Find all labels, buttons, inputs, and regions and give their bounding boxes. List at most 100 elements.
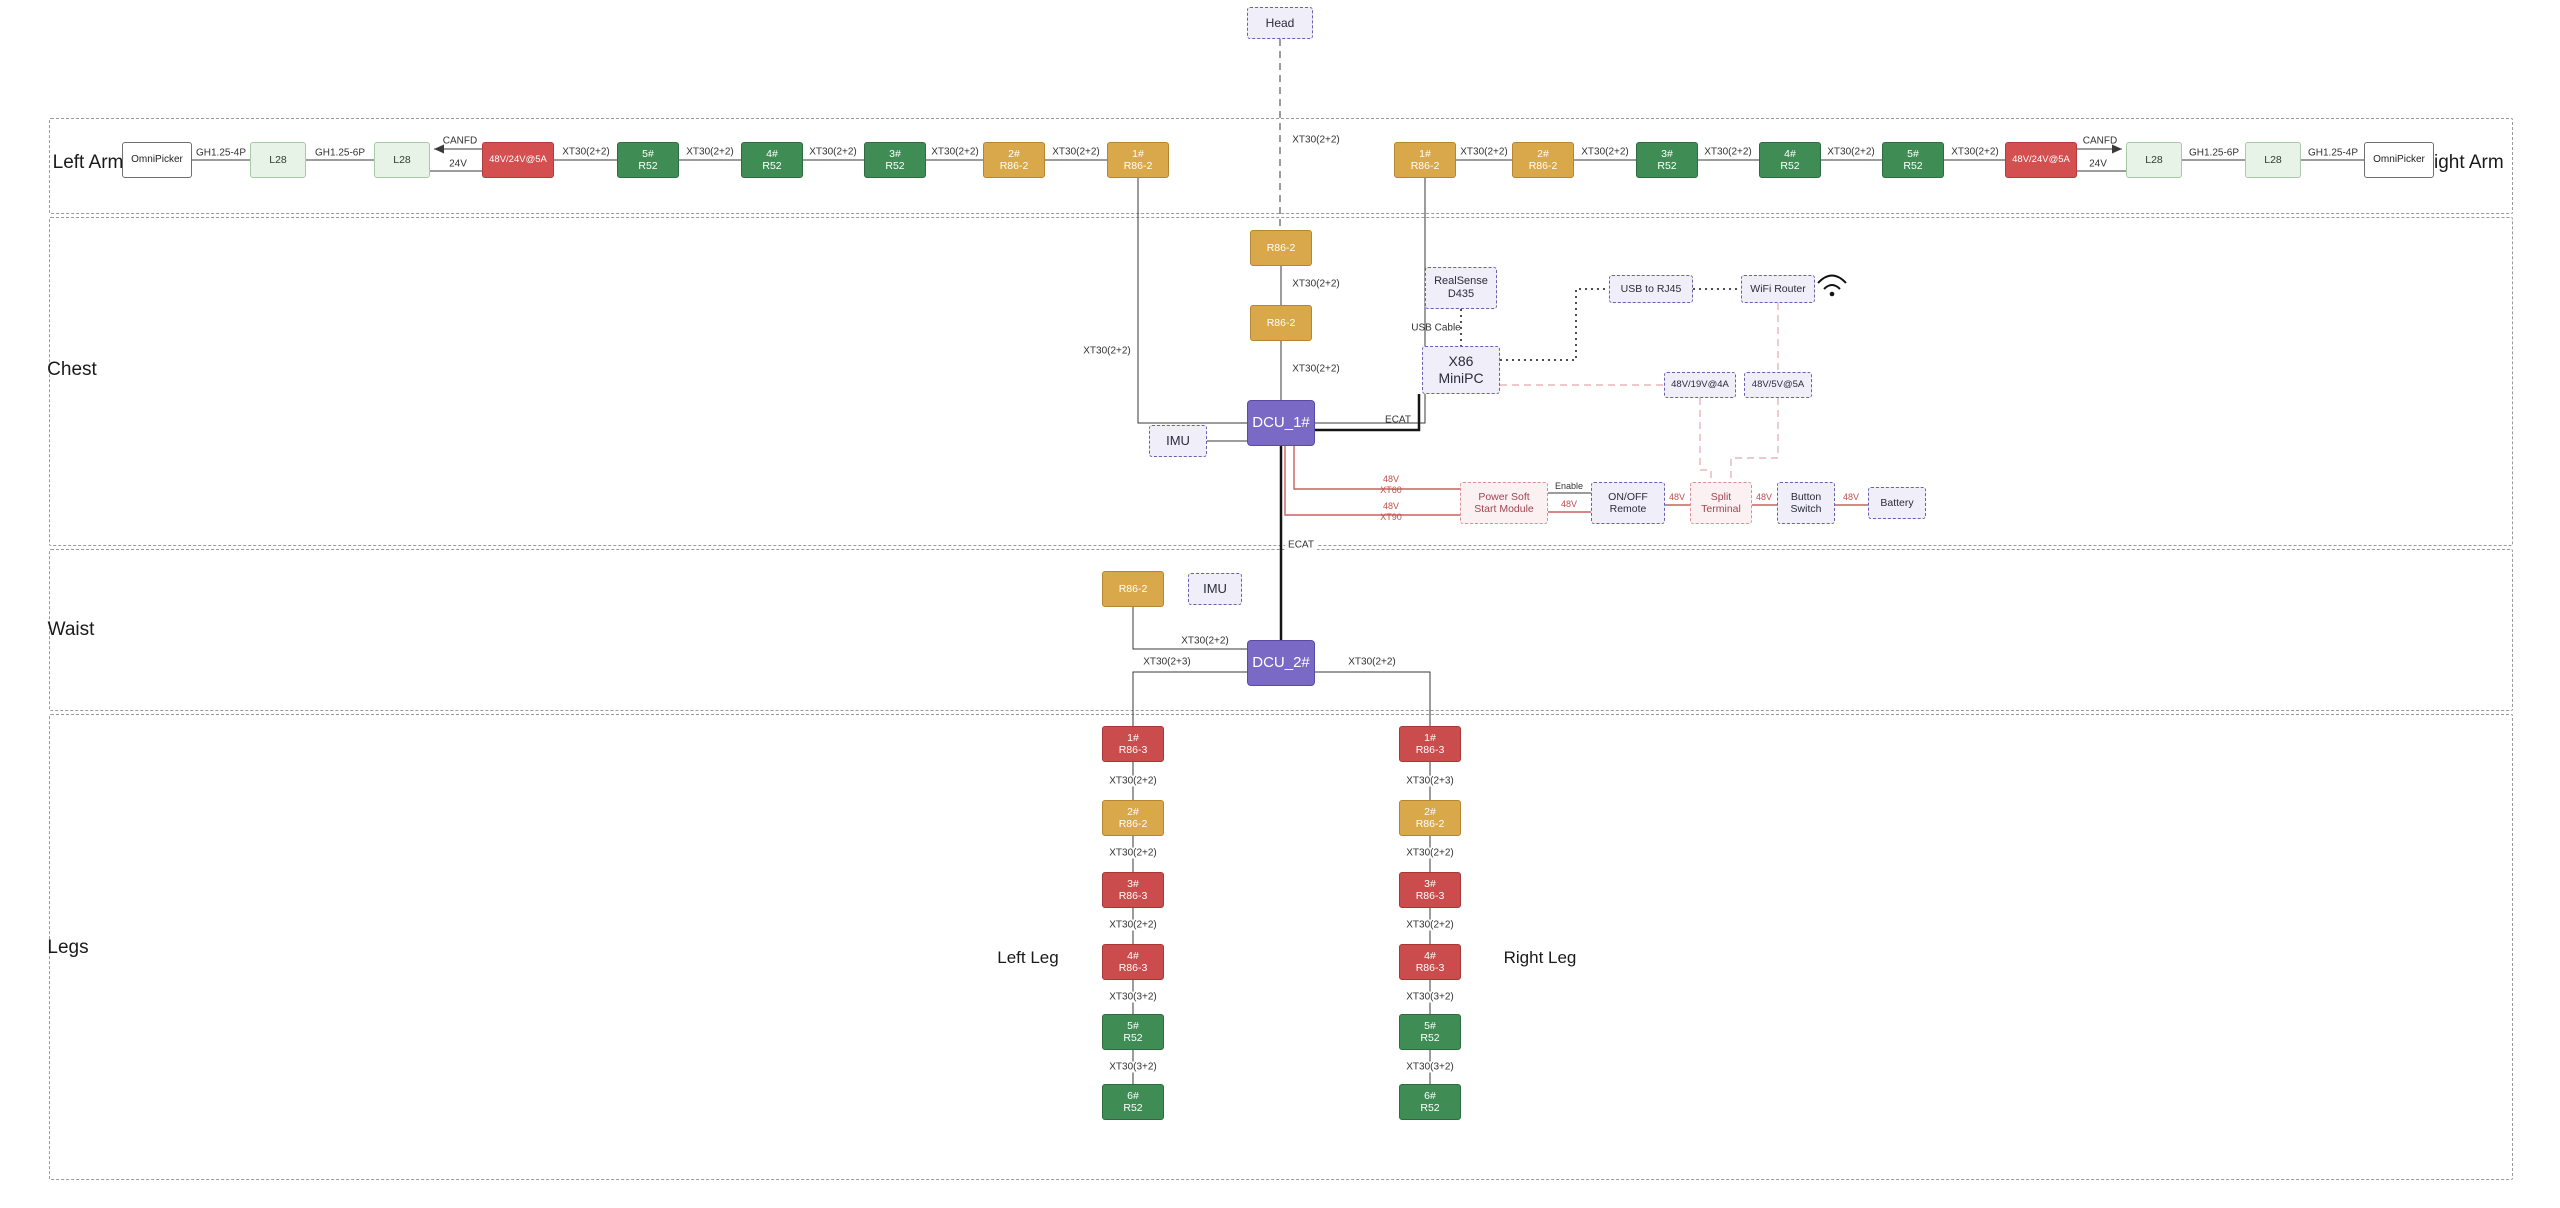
node-right-arm-motor-5-label: 5# [1907, 147, 1919, 160]
label-xt30-right-1: XT30(2+2) [1460, 146, 1508, 158]
node-left-leg-motor-1-label: 1# [1127, 731, 1139, 744]
node-l28-left-inner: L28 [374, 142, 430, 178]
node-right-arm-motor-3: 3#R52 [1636, 142, 1698, 178]
node-button-switch-label: Switch [1790, 503, 1822, 515]
node-l28-left-outer-label: L28 [269, 153, 287, 166]
node-omnipicker-right-label: OmniPicker [2373, 154, 2425, 166]
node-left-leg-motor-2: 2#R86-2 [1102, 800, 1164, 836]
node-right-arm-motor-2-label: 2# [1537, 147, 1549, 160]
node-right-leg-motor-6: 6#R52 [1399, 1084, 1461, 1120]
node-left-leg-motor-1-label: R86-3 [1118, 744, 1148, 756]
node-conv-48v-19v-label: 48V/19V@4A [1671, 379, 1729, 391]
node-l28-right-inner-label: L28 [2145, 153, 2163, 166]
node-head: Head [1247, 7, 1313, 39]
node-split-terminal-label: Split [1710, 490, 1732, 503]
node-imu-chest-label: IMU [1166, 433, 1190, 449]
node-left-leg-motor-1: 1#R86-3 [1102, 726, 1164, 762]
node-left-arm-motor-3-label: 3# [889, 147, 901, 160]
node-onoff-remote-label: ON/OFF [1608, 490, 1648, 503]
node-right-leg-motor-4-label: 4# [1424, 949, 1436, 962]
label-right-leg: Right Leg [1503, 948, 1577, 967]
label-48v-xt60-b: XT60 [1380, 485, 1402, 495]
section-arms [49, 118, 2513, 214]
node-l28-right-outer: L28 [2245, 142, 2301, 178]
label-rightleg-4: XT30(3+2) [1403, 991, 1457, 1003]
node-l28-right-outer-label: L28 [2264, 153, 2282, 166]
node-right-leg-motor-3-label: R86-3 [1415, 890, 1445, 902]
label-xt30-right-4: XT30(2+2) [1827, 146, 1875, 158]
node-right-arm-motor-1: 1#R86-2 [1394, 142, 1456, 178]
node-split-terminal-label: Terminal [1701, 503, 1741, 515]
label-24v-right: 24V [2089, 158, 2107, 170]
node-right-leg-motor-1: 1#R86-3 [1399, 726, 1461, 762]
node-psu-right: 48V/24V@5A [2005, 142, 2077, 178]
node-right-leg-motor-3-label: 3# [1424, 877, 1436, 890]
node-right-arm-motor-5: 5#R52 [1882, 142, 1944, 178]
label-xt30-right-3: XT30(2+2) [1704, 146, 1752, 158]
node-left-leg-motor-6-label: 6# [1127, 1089, 1139, 1102]
node-right-leg-motor-1-label: R86-3 [1415, 744, 1445, 756]
node-omnipicker-left: OmniPicker [122, 142, 192, 178]
label-gh125-4p-right: GH1.25-4P [2307, 147, 2359, 159]
node-left-leg-motor-3: 3#R86-3 [1102, 872, 1164, 908]
label-48v-link-3: 48V [1842, 492, 1860, 502]
label-xt30-left-2: XT30(2+2) [686, 146, 734, 158]
node-left-leg-motor-6: 6#R52 [1102, 1084, 1164, 1120]
label-waist-leftleg: XT30(2+3) [1143, 656, 1191, 668]
node-left-arm-motor-3: 3#R52 [864, 142, 926, 178]
node-button-switch-label: Button [1790, 490, 1822, 503]
node-right-arm-motor-4-label: R52 [1780, 160, 1800, 172]
node-right-leg-motor-4: 4#R86-3 [1399, 944, 1461, 980]
node-power-soft-start-label: Power Soft [1478, 490, 1530, 503]
node-chest-r86-lower-label: R86-2 [1266, 316, 1296, 329]
node-right-leg-motor-5-label: R52 [1420, 1032, 1440, 1044]
label-rightleg-3: XT30(2+2) [1403, 919, 1457, 931]
section-chest [49, 217, 2513, 546]
label-48v-link-1: 48V [1668, 492, 1686, 502]
node-usb-to-rj45: USB to RJ45 [1609, 275, 1693, 303]
label-ecat-dcu: ECAT [1285, 539, 1317, 551]
label-leftleg-4: XT30(3+2) [1106, 991, 1160, 1003]
label-ecat-x86: ECAT [1385, 414, 1411, 426]
node-omnipicker-right: OmniPicker [2364, 142, 2434, 178]
node-x86-minipc-label: X86 [1448, 353, 1474, 370]
node-left-leg-motor-6-label: R52 [1123, 1102, 1143, 1114]
node-right-leg-motor-2-label: 2# [1424, 805, 1436, 818]
node-battery-label: Battery [1880, 496, 1914, 509]
label-left-arm: Left Arm [52, 152, 124, 173]
label-xt30-right-5: XT30(2+2) [1951, 146, 1999, 158]
node-conv-48v-5v-label: 48V/5V@5A [1751, 379, 1805, 391]
node-right-leg-motor-5: 5#R52 [1399, 1014, 1461, 1050]
node-wifi-router-label: WiFi Router [1750, 282, 1806, 295]
node-right-arm-motor-4: 4#R52 [1759, 142, 1821, 178]
node-left-arm-motor-3-label: R52 [885, 160, 905, 172]
node-left-arm-motor-2: 2#R86-2 [983, 142, 1045, 178]
node-left-arm-motor-4: 4#R52 [741, 142, 803, 178]
node-left-arm-motor-2-label: R86-2 [999, 160, 1029, 172]
node-psu-right-label: 48V/24V@5A [2012, 154, 2070, 166]
node-left-arm-motor-1-label: R86-2 [1123, 160, 1153, 172]
label-leftarm-drop: XT30(2+2) [1083, 345, 1131, 357]
node-imu-chest: IMU [1149, 425, 1207, 457]
node-left-arm-motor-2-label: 2# [1008, 147, 1020, 160]
node-chest-r86-upper: R86-2 [1250, 230, 1312, 266]
node-right-leg-motor-6-label: R52 [1420, 1102, 1440, 1114]
label-gh125-6p-left: GH1.25-6P [314, 147, 366, 159]
node-realsense-d435-label: RealSense [1434, 275, 1488, 288]
node-psu-left-label: 48V/24V@5A [489, 154, 547, 166]
node-left-leg-motor-4-label: R86-3 [1118, 962, 1148, 974]
label-canfd-left: CANFD [442, 135, 478, 147]
node-left-arm-motor-1: 1#R86-2 [1107, 142, 1169, 178]
label-waist-rightleg: XT30(2+2) [1348, 656, 1396, 668]
label-48v-link-2: 48V [1755, 492, 1773, 502]
node-left-leg-motor-5-label: R52 [1123, 1032, 1143, 1044]
label-rightleg-1: XT30(2+3) [1403, 775, 1457, 787]
node-right-leg-motor-2: 2#R86-2 [1399, 800, 1461, 836]
label-waist-xt30: XT30(2+2) [1181, 635, 1229, 647]
node-right-arm-motor-5-label: R52 [1903, 160, 1923, 172]
node-left-arm-motor-4-label: 4# [766, 147, 778, 160]
